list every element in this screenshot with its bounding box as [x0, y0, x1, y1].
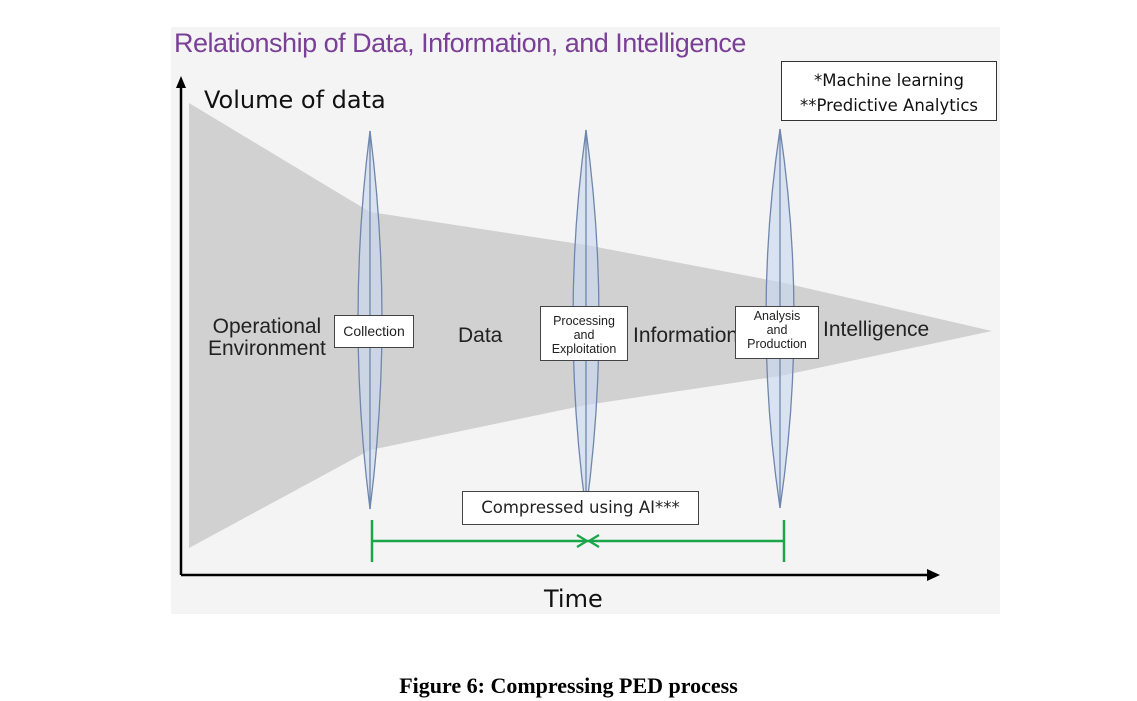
x-axis-label: Time	[544, 585, 603, 613]
compressed-ai-box: Compressed using AI***	[462, 491, 699, 525]
information-label: Information	[633, 324, 739, 347]
footnote-predictive-analytics: **Predictive Analytics	[799, 96, 978, 115]
data-label: Data	[458, 324, 503, 347]
processing-exploitation-box: Processing and Exploitation	[540, 306, 628, 361]
environment-line2: Environment	[208, 337, 326, 360]
collection-box: Collection	[334, 315, 414, 348]
y-axis	[176, 76, 186, 575]
operational-environment-label: Operational Environment	[208, 316, 326, 360]
diagram-title: Relationship of Data, Information, and I…	[174, 28, 746, 58]
x-axis	[181, 569, 940, 581]
processing-line2: and	[573, 328, 595, 342]
analysis-line2: and	[766, 323, 788, 337]
analysis-production-box: Analysis and Production	[735, 306, 819, 359]
y-axis-label: Volume of data	[204, 86, 386, 114]
figure-caption: Figure 6: Compressing PED process	[399, 673, 738, 698]
processing-line3: Exploitation	[551, 342, 617, 356]
footnote-box: *Machine learning **Predictive Analytics	[781, 61, 997, 121]
environment-line1: Operational	[212, 315, 322, 338]
intelligence-label: Intelligence	[823, 318, 930, 341]
analysis-line1: Analysis	[753, 309, 801, 323]
footnote-machine-learning: *Machine learning	[814, 71, 964, 90]
compression-arrows	[370, 520, 786, 562]
processing-line1: Processing	[553, 314, 615, 328]
analysis-line3: Production	[747, 337, 807, 351]
